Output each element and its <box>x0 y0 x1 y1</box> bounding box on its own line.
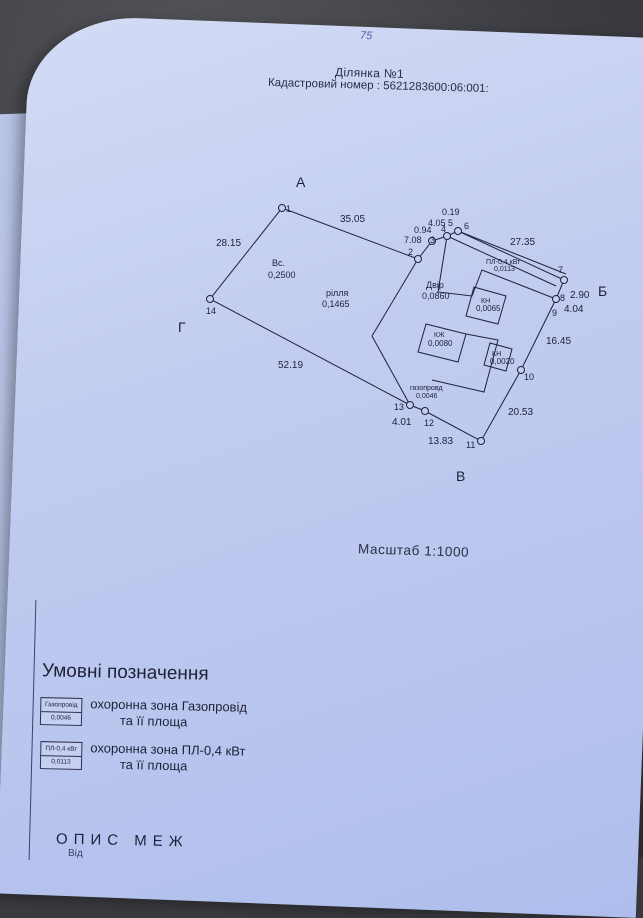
area-label-kn1: КН <box>481 298 490 305</box>
point-number: 11 <box>466 440 475 450</box>
area-value-gas: 0,0046 <box>416 393 438 400</box>
point-marker <box>477 437 485 445</box>
power-line-zone <box>457 230 567 275</box>
area-value-rillia: 0,1465 <box>322 299 350 309</box>
area-label-gas: газопровд <box>410 385 443 392</box>
yard-partition <box>431 333 499 393</box>
distance-label: 35.05 <box>340 214 365 225</box>
corner-label-g: Г <box>178 319 186 335</box>
legend-symbol-bottom: 0,0046 <box>50 714 72 722</box>
legend-symbol-gas: Газопровід 0,0046 <box>39 697 83 727</box>
area-label-kzh: КЖ <box>434 332 445 339</box>
point-number: 2 <box>408 247 413 257</box>
building-kzh <box>417 323 467 363</box>
boundary-description-sub: Від <box>67 847 83 860</box>
legend-text-line1: охоронна зона Газопровід <box>90 696 248 715</box>
legend-symbol-bottom: 0,0113 <box>51 758 71 766</box>
building-kn2 <box>483 342 513 372</box>
point-marker <box>206 295 214 303</box>
area-value-kzh: 0,0080 <box>428 339 453 348</box>
building-kn1 <box>465 286 507 325</box>
gas-zone-line <box>371 258 419 406</box>
legend-title: Умовні позначення <box>41 660 209 685</box>
area-label-pl: ПЛ-0,4 кВт <box>486 259 521 266</box>
point-number: 10 <box>524 372 534 382</box>
area-value-kn2: 0,0020 <box>490 357 515 366</box>
distance-label: 0.94 <box>414 225 432 235</box>
legend-text-line2: та її площа <box>119 712 188 730</box>
area-label-dvir: Двір <box>426 280 444 290</box>
distance-label: 4.04 <box>564 304 584 315</box>
area-value-kn1: 0,0065 <box>476 304 501 313</box>
distance-label: 2.90 <box>570 290 590 301</box>
corner-label-a: А <box>296 174 306 190</box>
point-marker <box>428 237 436 245</box>
point-marker <box>414 255 422 263</box>
distance-label: 16.45 <box>546 336 571 347</box>
area-label-vs: Вс. <box>272 258 285 268</box>
area-value-dvir: 0,0860 <box>422 291 450 301</box>
point-marker <box>406 401 414 409</box>
point-marker <box>278 204 286 212</box>
distance-label: 27.35 <box>510 237 535 248</box>
area-label-kn2: КН <box>492 351 501 358</box>
distance-label: 20.53 <box>508 407 533 418</box>
point-number: 8 <box>560 293 565 303</box>
point-number: 14 <box>206 306 216 316</box>
point-marker <box>454 227 462 235</box>
area-label-rillia: рілля <box>326 288 349 298</box>
power-line-zone-2 <box>446 235 557 287</box>
point-marker <box>443 232 451 240</box>
point-number: 3 <box>430 235 435 245</box>
area-value-vs: 0,2500 <box>268 270 296 280</box>
legend-item-gas: Газопровід 0,0046 охоронна зона Газопров… <box>39 696 301 743</box>
point-number: 12 <box>424 418 434 428</box>
distance-label: 52.19 <box>278 360 303 371</box>
legend-text-line1: охоронна зона ПЛ-0,4 кВт <box>90 740 246 759</box>
distance-label: 4.01 <box>392 417 412 428</box>
corner-label-b: Б <box>598 283 607 299</box>
point-marker <box>560 276 568 284</box>
land-plot-plan: А Б В Г 1 2 3 4 5 6 7 8 9 10 11 12 13 14… <box>178 174 607 484</box>
distance-label: 28.15 <box>216 238 241 249</box>
point-number: 5 <box>448 218 453 228</box>
point-number: 6 <box>464 221 469 231</box>
point-marker <box>517 366 525 374</box>
distance-label: 7.08 <box>404 235 422 245</box>
point-number: 7 <box>558 265 563 275</box>
point-marker <box>552 295 560 303</box>
point-number: 13 <box>394 402 404 412</box>
legend-item-power: ПЛ-0,4 кВт 0,0113 охоронна зона ПЛ-0,4 к… <box>39 740 301 787</box>
distance-label: 0.19 <box>442 207 460 217</box>
legend-text-line2: та її площа <box>119 756 188 774</box>
distance-label: 4.05 <box>428 218 446 228</box>
distance-label: 13.83 <box>428 436 453 447</box>
point-number: 1 <box>286 204 291 214</box>
legend-symbol-power: ПЛ-0,4 кВт 0,0113 <box>39 741 83 771</box>
point-marker <box>421 407 429 415</box>
corner-label-v: В <box>456 468 465 484</box>
point-number: 9 <box>552 308 557 318</box>
point-number: 4 <box>441 224 446 234</box>
area-value-pl: 0,0113 <box>494 266 515 273</box>
